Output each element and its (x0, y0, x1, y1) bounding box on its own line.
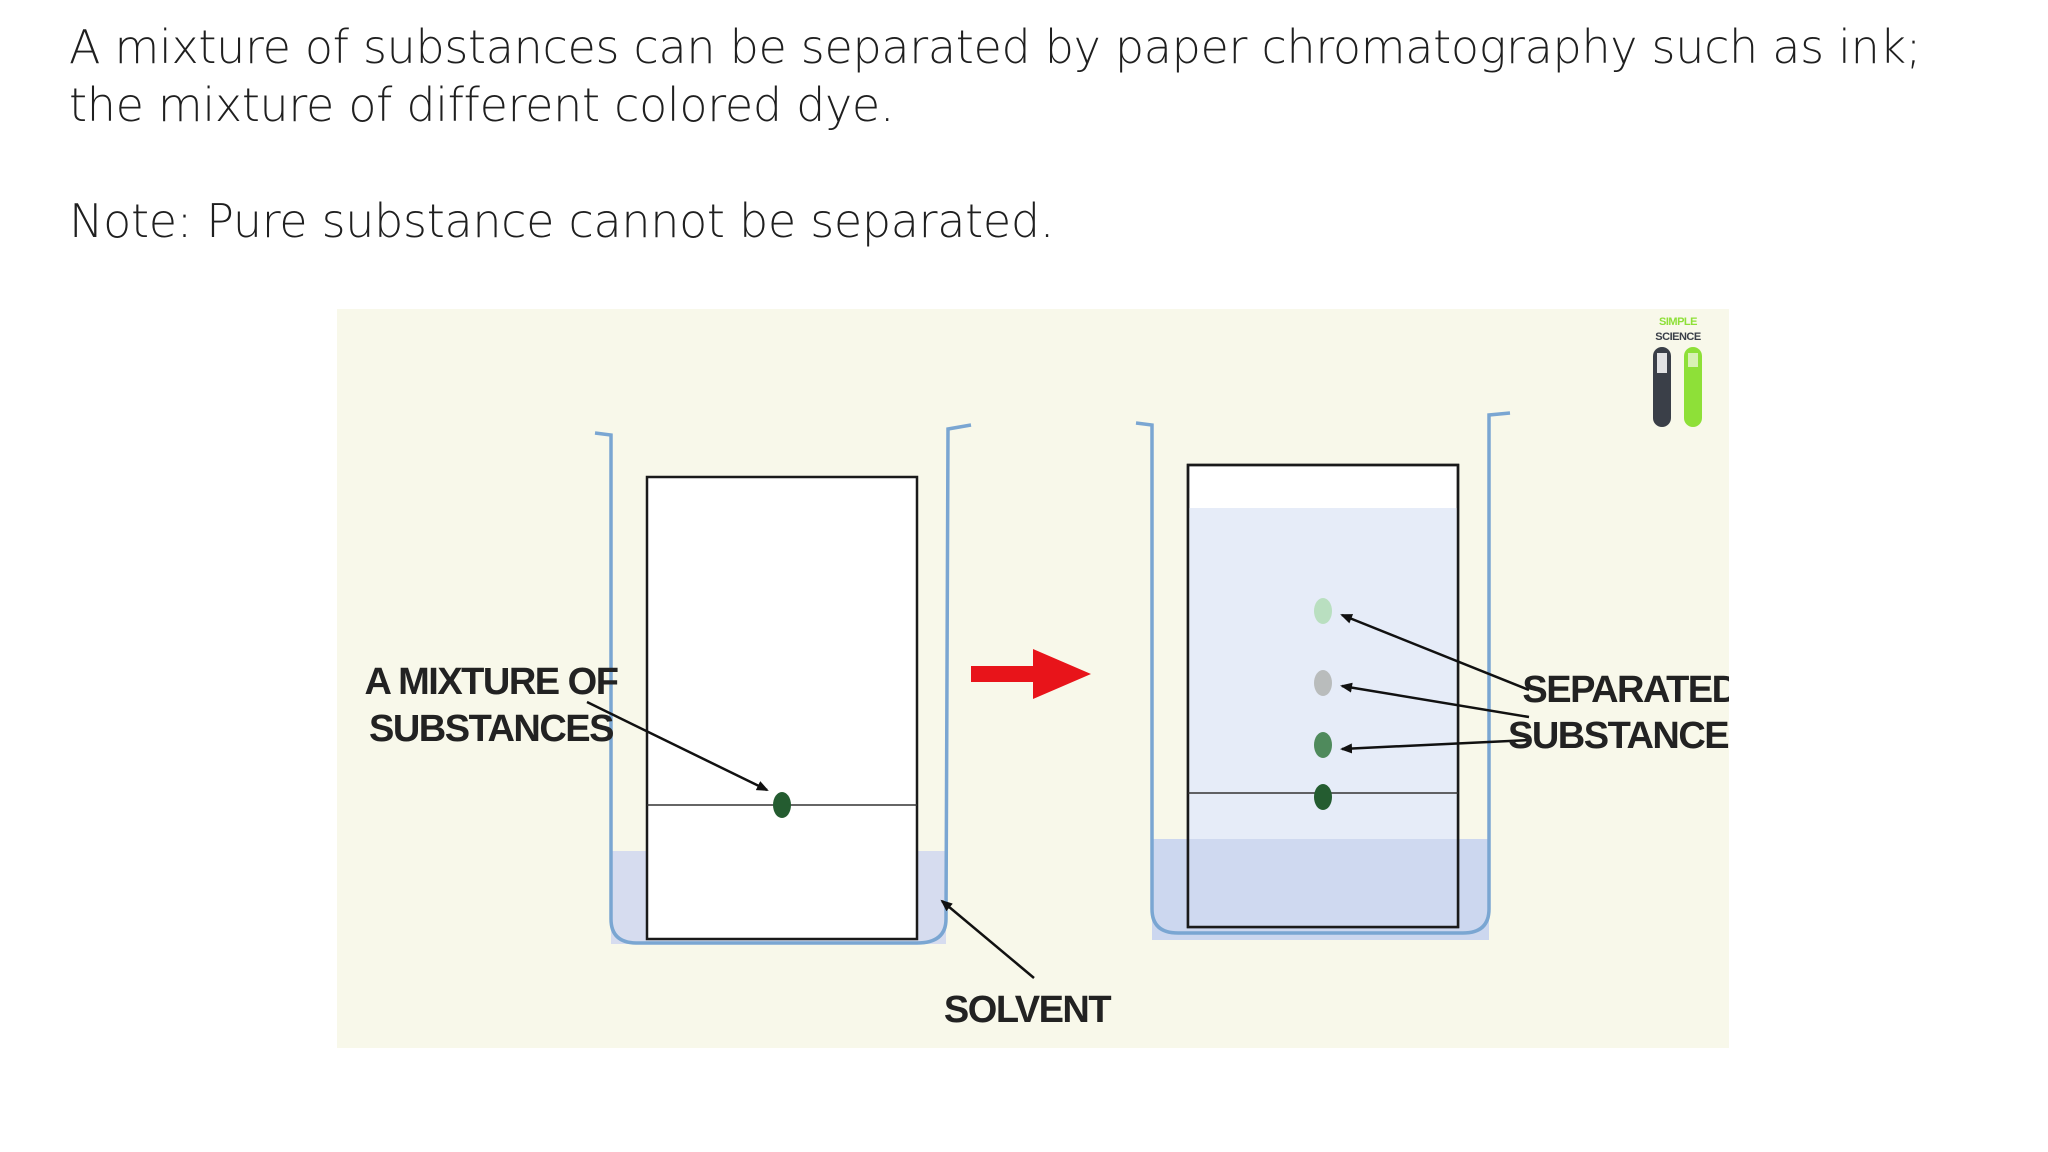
label-separated-line-2: SUBSTANCES (1508, 715, 1729, 757)
label-mixture-line-2: SUBSTANCES (369, 708, 613, 750)
label-mixture-line-1: A MIXTURE OF (365, 661, 618, 703)
logo-text-simple: SIMPLE (1659, 316, 1697, 328)
note-text: Note: Pure substance cannot be separated… (69, 194, 1055, 248)
slide-text: A mixture of substances can be separated… (69, 18, 1969, 250)
process-arrow (971, 649, 1091, 699)
paragraph-line-2: the mixture of different colored dye. (69, 78, 895, 132)
right-paper-wet-bottom (1189, 839, 1457, 926)
spot-dark-green (1314, 732, 1332, 758)
spot-start (1314, 784, 1332, 810)
left-beaker-outline (594, 423, 972, 945)
separated-arrow-1 (1340, 613, 1530, 692)
spot-light-green (1314, 598, 1332, 624)
label-solvent: SOLVENT (944, 989, 1111, 1031)
diagram-svg: A MIXTURE OF SUBSTANCES SOLVENT SEPARATE… (365, 316, 1729, 1031)
logo-text-science: SCIENCE (1655, 331, 1701, 343)
right-paper-frame (1186, 463, 1460, 929)
spot-grey (1314, 670, 1332, 696)
chromatography-diagram: A MIXTURE OF SUBSTANCES SOLVENT SEPARATE… (337, 309, 1729, 1048)
logo-tube-green-inner (1688, 353, 1698, 367)
paragraph-line-1: A mixture of substances can be separated… (69, 20, 1921, 74)
left-mixture-spot (773, 792, 791, 818)
separated-arrow-2 (1340, 682, 1530, 719)
logo-tube-dark-inner (1657, 353, 1667, 373)
label-separated-line-1: SEPARATED (1522, 669, 1729, 711)
separated-arrow-3 (1340, 738, 1530, 754)
mixture-pointer-arrow (586, 700, 769, 792)
left-paper (645, 475, 919, 941)
right-beaker-outline (1135, 411, 1511, 935)
solvent-pointer-arrow (940, 899, 1035, 979)
simple-science-logo: SIMPLE SCIENCE (1653, 316, 1702, 427)
left-beaker (594, 423, 972, 945)
right-beaker (1135, 411, 1511, 940)
